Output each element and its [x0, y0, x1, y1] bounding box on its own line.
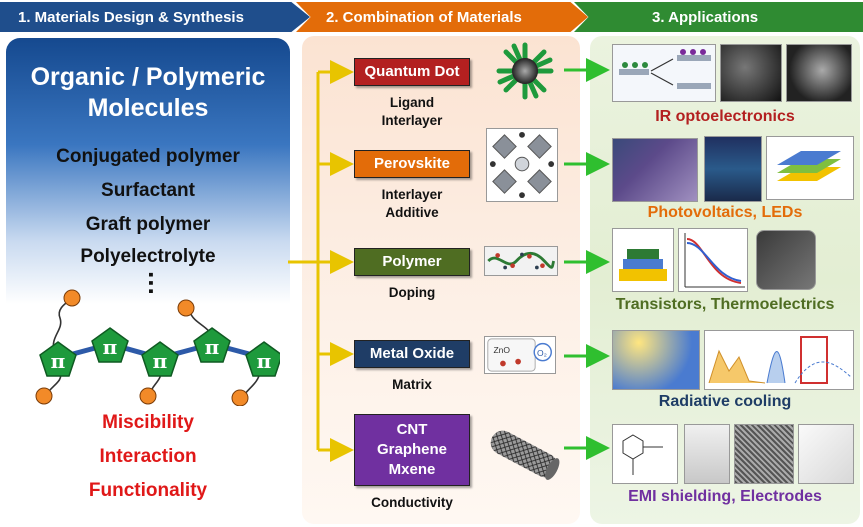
- quantum-dot-role-interlayer: Interlayer: [381, 113, 443, 128]
- step3-label: 3. Applications: [652, 8, 759, 26]
- polymer-role-doping: Doping: [388, 285, 436, 300]
- polymer-doping-illustration: [484, 246, 558, 276]
- property-interaction: Interaction: [99, 446, 197, 467]
- perovskite-crystal-illustration: [486, 128, 558, 202]
- radiative-cooling-illustration-image: [612, 330, 700, 390]
- pi-label-2: π: [103, 335, 118, 359]
- molecule-type-conjugated-polymer: Conjugated polymer: [56, 146, 240, 167]
- led-stack-graphic: [777, 151, 841, 181]
- pi-pentagon-5: [245, 341, 280, 377]
- polymer-chain-illustration: π π π π π: [35, 289, 280, 406]
- ir-schematic-graphic: [619, 49, 711, 89]
- transparent-film-image: [798, 424, 854, 484]
- material-quantum-dot: Quantum Dot: [354, 58, 470, 86]
- ir-tem-image-1: [720, 44, 782, 102]
- spectrum-graphic: [708, 336, 852, 384]
- material-cnt-label: CNT: [396, 421, 428, 438]
- application-ir-optoelectronics: IR optoelectronics: [655, 108, 795, 125]
- swcnt-network-sem-image: [734, 424, 794, 484]
- step3-banner: 3. Applications: [574, 2, 863, 32]
- ellipsis-dots: …: [143, 270, 173, 292]
- quantum-dot-role: Ligand Interlayer: [354, 94, 470, 130]
- material-polymer: Polymer: [354, 248, 470, 276]
- chemical-structure-graphic: [622, 434, 663, 475]
- ir-device-schematic-image: [612, 44, 716, 102]
- application-transistors-thermoelectrics: Transistors, Thermoelectrics: [615, 296, 835, 313]
- molecule-type-polyelectrolyte: Polyelectrolyte: [80, 246, 216, 267]
- material-metal-oxide-label: Metal Oxide: [369, 345, 455, 362]
- pi-label-5: π: [257, 349, 272, 373]
- pi-pentagon-4: [193, 327, 231, 363]
- o2-label: O₂: [537, 348, 547, 358]
- radiative-cooling-spectrum-image: [704, 330, 854, 390]
- pi-pentagon-2: [91, 327, 129, 363]
- quantum-dot-illustration: [496, 42, 554, 100]
- quantum-dot-role-ligand: Ligand: [389, 95, 435, 110]
- molecule-type-graft-polymer: Graft polymer: [85, 214, 211, 235]
- metal-oxide-illustration: ZnO O₂: [484, 336, 556, 374]
- zno-label: ZnO: [493, 345, 510, 355]
- material-perovskite-label: Perovskite: [374, 155, 450, 172]
- panel1-title-line1: Organic / Polymeric: [30, 63, 266, 91]
- perovskite-role-interlayer: Interlayer: [381, 187, 443, 202]
- pi-pentagon-3: [141, 341, 179, 377]
- step1-label: 1. Materials Design & Synthesis: [18, 8, 244, 26]
- led-device-schematic-image: [766, 136, 854, 200]
- pi-label-4: π: [205, 335, 220, 359]
- step2-banner: 2. Combination of Materials: [296, 2, 588, 32]
- material-graphene-label: Graphene: [376, 441, 448, 458]
- molecules-panel: Organic / Polymeric Molecules Conjugated…: [6, 38, 290, 522]
- step2-label: 2. Combination of Materials: [326, 8, 522, 26]
- thermoelectric-module-image: [756, 230, 816, 290]
- transistor-stack-graphic: [619, 249, 667, 281]
- transistor-schematic-image: [612, 228, 674, 292]
- pi-label-1: π: [51, 349, 66, 373]
- pi-label-3: π: [153, 349, 168, 373]
- advanced-materials-cover-image: [704, 136, 762, 202]
- application-photovoltaics-leds: Photovoltaics, LEDs: [647, 204, 803, 221]
- application-radiative-cooling: Radiative cooling: [658, 393, 792, 410]
- application-emi-shielding-electrodes: EMI shielding, Electrodes: [628, 488, 822, 505]
- cnt-role-conductivity: Conductivity: [371, 495, 453, 510]
- panel1-title-line2: Molecules: [87, 94, 209, 122]
- material-metal-oxide: Metal Oxide: [354, 340, 470, 368]
- material-polymer-label: Polymer: [382, 253, 442, 270]
- transfer-curve-graphic: [684, 233, 745, 288]
- molecule-type-surfactant: Surfactant: [101, 180, 195, 201]
- perovskite-role: Interlayer Additive: [354, 186, 470, 222]
- property-miscibility: Miscibility: [102, 412, 194, 433]
- photovoltaic-flexible-device-image: [612, 138, 698, 202]
- material-perovskite: Perovskite: [354, 150, 470, 178]
- metal-oxide-role-matrix: Matrix: [392, 377, 432, 392]
- material-quantum-dot-label: Quantum Dot: [364, 63, 460, 80]
- pi-pentagon-1: [39, 341, 77, 377]
- emi-chemical-structure-image: [612, 424, 678, 484]
- carbon-nanotube-illustration: [490, 430, 560, 480]
- material-cnt-graphene-mxene: CNT Graphene Mxene: [354, 414, 470, 486]
- ir-tem-image-2: [786, 44, 852, 102]
- property-functionality: Functionality: [88, 480, 208, 501]
- transfer-curve-plot-image: [678, 228, 748, 292]
- material-mxene-label: Mxene: [388, 461, 436, 478]
- perovskite-role-additive: Additive: [385, 205, 439, 220]
- step1-banner: 1. Materials Design & Synthesis: [0, 2, 310, 32]
- spin-coating-image: [684, 424, 730, 484]
